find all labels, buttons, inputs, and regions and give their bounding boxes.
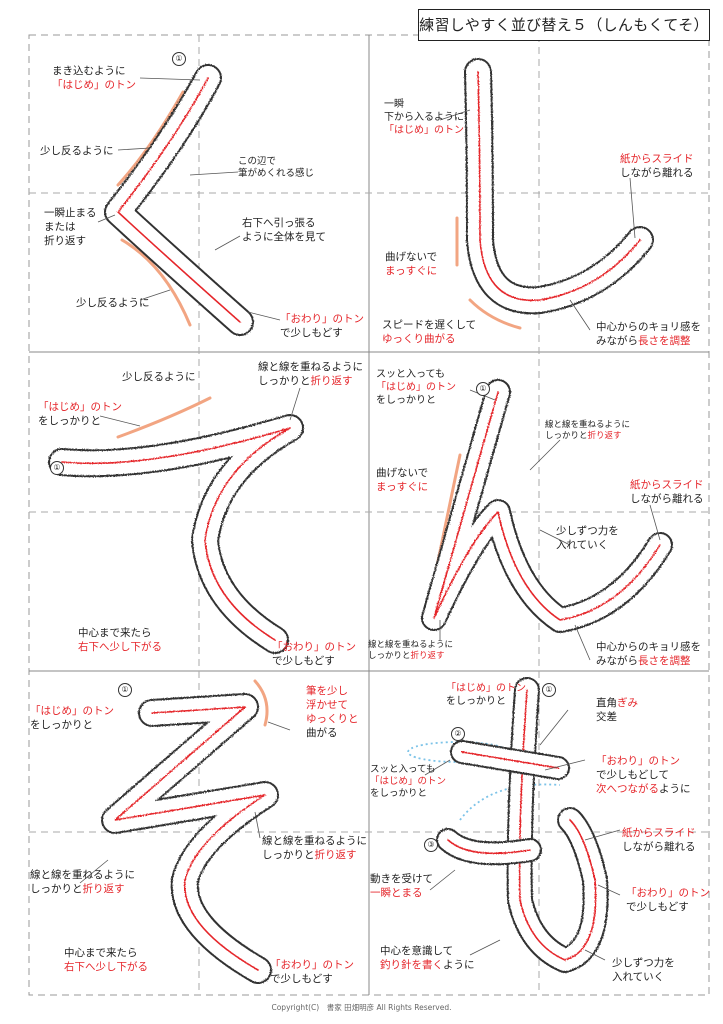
step-number: ① [476, 382, 490, 396]
note: スッと入っても「はじめ」のトンをしっかりと [376, 369, 456, 406]
note: 少し反るように [76, 297, 150, 309]
note: 紙からスライドしながら離れる [630, 479, 704, 505]
note: 曲げないでまっすぐに [376, 467, 429, 493]
note: 「はじめ」のトンをしっかりと [446, 683, 526, 707]
step-number: ① [118, 683, 132, 697]
note: 動きを受けて一瞬とまる [370, 873, 433, 899]
step-number: ① [172, 52, 186, 66]
note: 「はじめ」のトンをしっかりと [38, 401, 122, 427]
note: 中心からのキョリ感をみながら長さを調整 [596, 321, 701, 347]
note: 線と線を重ねるようにしっかりと折り返す [545, 420, 631, 441]
note: 線と線を重ねるようにしっかりと折り返す [258, 361, 363, 387]
note: 「おわり」のトンで少しもどす [626, 887, 710, 913]
stroke-n [421, 379, 673, 633]
step-number: ② [451, 727, 465, 741]
leader-lines [79, 77, 661, 961]
note: 一瞬止まるまたは折り返す [44, 207, 97, 247]
note: 「おわり」のトンで少しもどして次へつながるように [596, 755, 691, 795]
note: 中心からのキョリ感をみながら長さを調整 [596, 641, 701, 667]
note: 「おわり」のトンで少しもどす [270, 959, 354, 985]
note: スッと入っても「はじめ」のトンをしっかりと [370, 764, 447, 799]
note: 一瞬下から入るように「はじめ」のトン [384, 99, 464, 136]
note: 中心を意識して釣り針を書くように [380, 945, 475, 971]
stroke-so [101, 693, 279, 984]
note: 線と線を重ねるようにしっかりと折り返す [30, 869, 135, 895]
stroke-shi [464, 58, 654, 315]
page-title: 練習しやすく並び替え５（しんもくてそ） [418, 9, 710, 41]
note: 少しずつ力を入れていく [612, 957, 675, 983]
brush-strokes [48, 58, 673, 984]
step-number: ③ [424, 838, 438, 852]
stroke-te [48, 414, 304, 654]
stroke-ku [104, 64, 254, 336]
stroke-mo [436, 677, 609, 973]
note: 少し反るように [40, 145, 114, 157]
copyright: Copyright(C) 書家 田畑明彦 All Rights Reserved… [271, 1003, 452, 1012]
note: 少しずつ力を入れていく [556, 525, 619, 551]
note: 筆を少し浮かせてゆっくりと曲がる [306, 685, 359, 739]
note: 紙からスライドしながら離れる [620, 153, 694, 179]
guide-arcs [116, 90, 522, 727]
note: 線と線を重ねるようにしっかりと折り返す [262, 835, 367, 861]
note: 紙からスライドしながら離れる [622, 827, 696, 853]
note: 少し反るように [122, 371, 196, 383]
panel-dividers [29, 35, 709, 995]
note: この辺で筆がめくれる感じ [238, 156, 315, 179]
note: まき込むように「はじめ」のトン [52, 65, 136, 91]
note: 「おわり」のトンで少しもどす [272, 641, 356, 667]
note: 「おわり」のトンで少しもどす [280, 313, 364, 339]
note: 曲げないでまっすぐに [385, 251, 438, 277]
note: スピードを遅くしてゆっくり曲がる [382, 319, 477, 345]
note: 右下へ引っ張るように全体を見て [242, 217, 326, 243]
note: 中心まで来たら右下へ少し下がる [64, 947, 148, 973]
step-number: ① [542, 683, 556, 697]
note: 「はじめ」のトンをしっかりと [30, 705, 114, 731]
note: 中心まで来たら右下へ少し下がる [78, 627, 162, 653]
step-number: ① [50, 461, 64, 475]
note: 線と線を重ねるようにしっかりと折り返す [368, 640, 454, 661]
note: 直角ぎみ交差 [596, 697, 638, 723]
